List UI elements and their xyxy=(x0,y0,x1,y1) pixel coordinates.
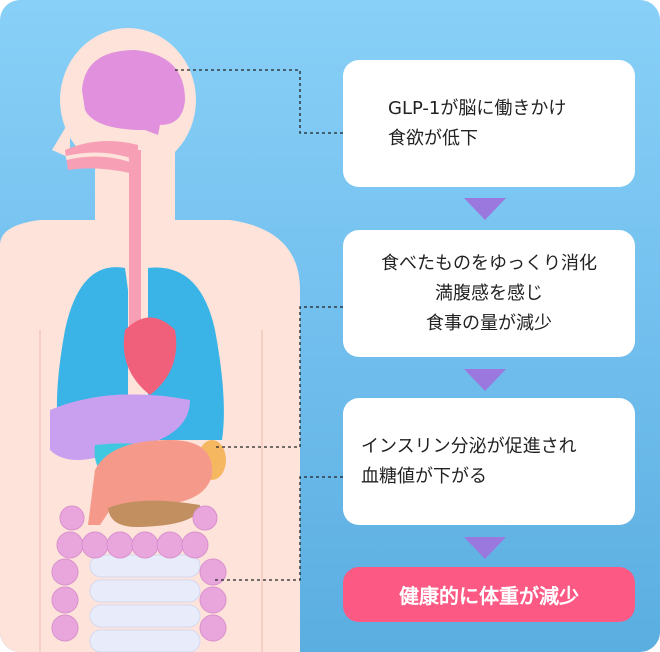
result-badge: 健康的に体重が減少 xyxy=(343,567,635,622)
step-text: GLP-1が脳に働きかけ xyxy=(388,97,567,119)
small-intestine xyxy=(89,554,201,652)
step-text: 食事の量が減少 xyxy=(426,312,552,334)
step-text: 血糖値が下がる xyxy=(361,465,487,487)
leader-lines xyxy=(175,69,343,581)
step-brain: GLP-1が脳に働きかけ 食欲が低下 xyxy=(343,60,635,187)
step-text: 食べたものをゆっくり消化 xyxy=(381,252,597,274)
brain xyxy=(82,50,185,135)
pancreas xyxy=(108,500,200,528)
stomach xyxy=(88,440,213,525)
arrow-down-icon xyxy=(464,369,506,391)
step-text: 満腹感を感じ xyxy=(435,282,543,304)
step-text: インスリン分泌が促進され xyxy=(361,435,577,457)
arrow-down-icon xyxy=(464,537,506,559)
step-stomach: 食べたものをゆっくり消化 満腹感を感じ 食事の量が減少 xyxy=(343,230,635,357)
esophagus xyxy=(129,150,141,330)
step-pancreas: インスリン分泌が促進され 血糖値が下がる xyxy=(343,398,635,525)
arrow-down-icon xyxy=(464,198,506,220)
heart xyxy=(123,317,177,395)
liver xyxy=(50,394,190,460)
mouth xyxy=(65,152,131,162)
large-intestine xyxy=(51,505,227,642)
nasal-cavity xyxy=(65,141,138,175)
step-text: 食欲が低下 xyxy=(388,127,478,149)
arm-outline xyxy=(39,330,263,652)
